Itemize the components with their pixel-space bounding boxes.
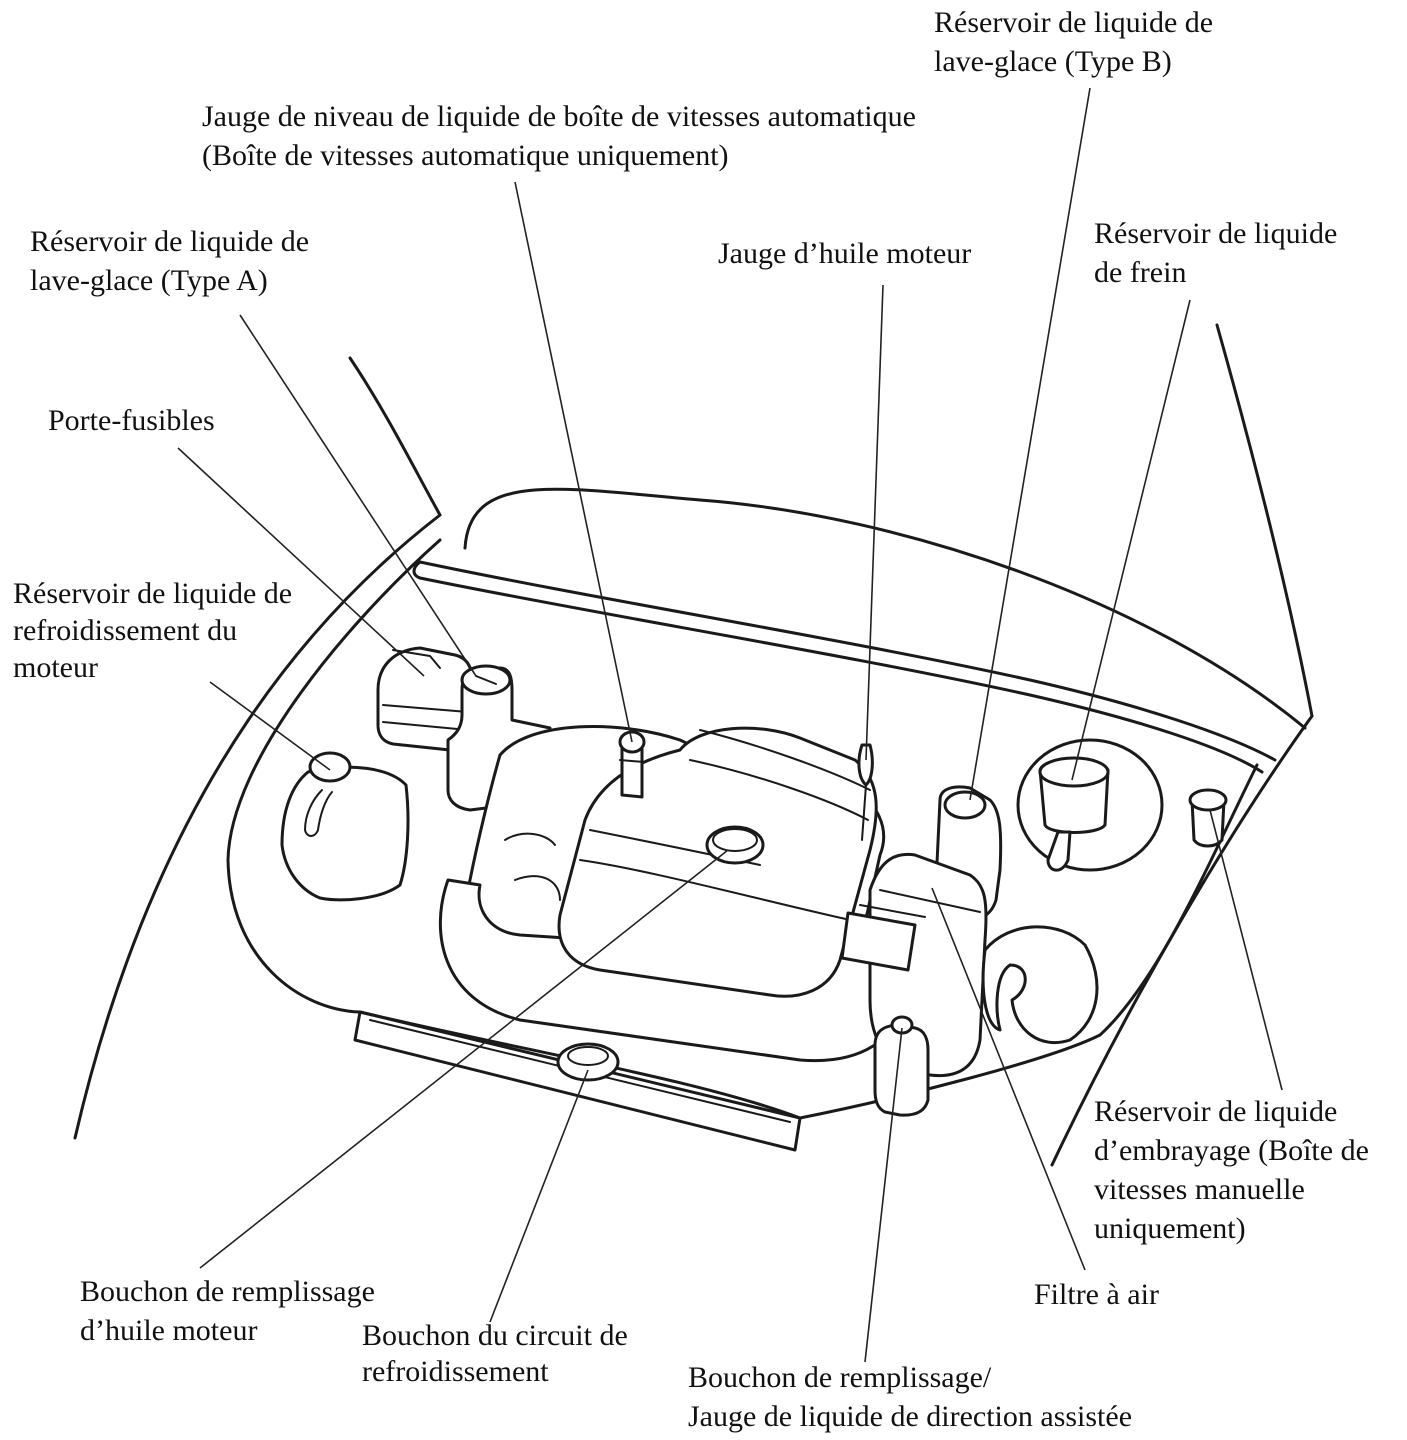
coolant-reservoir-drawing — [280, 751, 410, 902]
label-air-filter: Filtre à air — [1034, 1278, 1159, 1311]
label-engine-oil-dipstick: Jauge d’huile moteur — [718, 237, 972, 270]
leader-lines — [177, 87, 1283, 1363]
brake-reservoir-drawing — [1016, 738, 1164, 872]
hood-outline — [412, 487, 1307, 774]
radiator-cap-drawing — [556, 1042, 620, 1082]
label-power-steering-fluid: Bouchon de remplissage/Jauge de liquide … — [688, 1361, 1133, 1433]
oil-dipstick-drawing — [857, 743, 874, 841]
atf-dipstick-drawing — [618, 730, 646, 799]
label-fuse-box: Porte-fusibles — [48, 404, 215, 437]
power-steering-reservoir-drawing — [873, 1015, 930, 1117]
label-atf-dipstick: Jauge de niveau de liquide de boîte de v… — [202, 100, 916, 172]
engine-drawing — [438, 725, 912, 1063]
clutch-reservoir-drawing — [1188, 788, 1228, 848]
